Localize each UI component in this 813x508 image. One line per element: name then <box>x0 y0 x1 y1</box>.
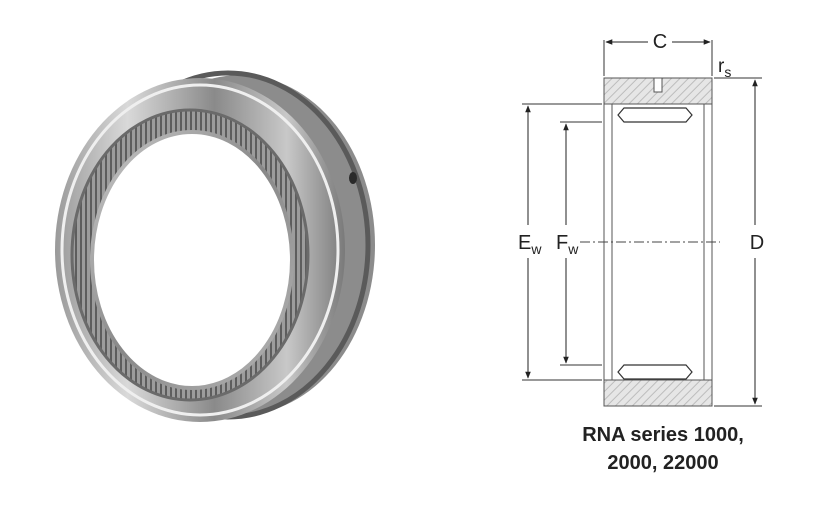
ew-label-sub: w <box>530 241 542 257</box>
cross-section-diagram: C rs D Ew Fw <box>518 31 764 407</box>
lubrication-hole <box>349 172 357 184</box>
fw-label: Fw <box>556 232 579 257</box>
bearing-face-rim <box>60 83 340 417</box>
series-caption-line-2: 2000, 22000 <box>607 452 719 474</box>
radius-label: rs <box>718 56 731 80</box>
radius-label-main: r <box>718 56 725 77</box>
bearing-bore <box>92 132 292 388</box>
outer-diameter-label-d: D <box>750 232 764 254</box>
top-ring-section <box>603 77 713 381</box>
width-label-c: C <box>653 31 667 53</box>
bottom-ring-section <box>603 364 713 407</box>
bottom-needle-roller <box>617 364 693 380</box>
needle-cage-inner-rim <box>70 108 310 402</box>
bearing-bore-edge <box>90 130 294 390</box>
ew-label-main: E <box>518 232 531 254</box>
series-caption-line-1: RNA series 1000, <box>582 424 744 446</box>
top-needle-roller <box>617 107 693 123</box>
bearing-photo-illustration <box>55 70 375 422</box>
radius-label-sub: s <box>724 64 731 80</box>
fw-label-main: F <box>556 232 568 254</box>
fw-label-sub: w <box>567 241 579 257</box>
bearing-ring-group <box>55 70 375 422</box>
ew-label: Ew <box>518 232 542 257</box>
